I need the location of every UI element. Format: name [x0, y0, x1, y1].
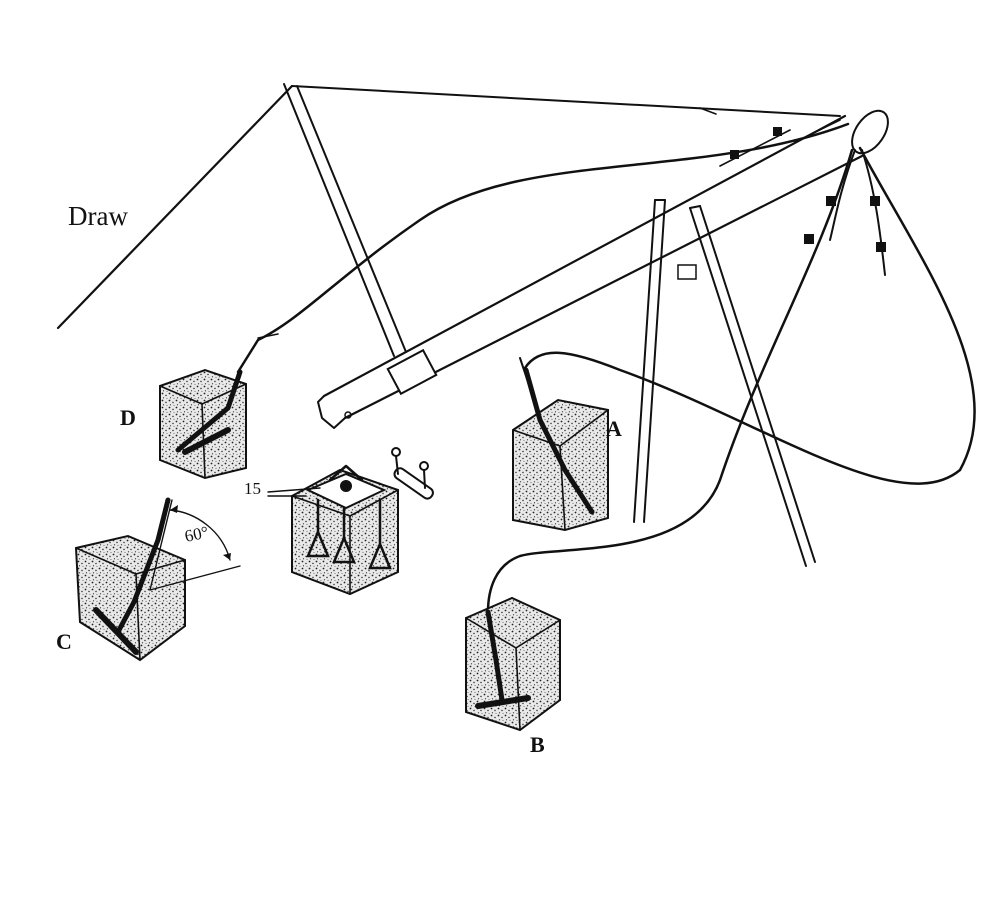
label-anchor-b: B — [530, 732, 545, 757]
label-anchor-d: D — [120, 405, 136, 430]
label-draw: Draw — [68, 201, 128, 231]
guy-ropes — [236, 107, 976, 614]
label-anchor-a: A — [606, 416, 622, 441]
anchor-block-b — [465, 596, 561, 732]
base-plate-assembly — [267, 464, 399, 596]
rear-stand-legs — [633, 199, 816, 567]
guy-rope-to-a — [523, 146, 976, 485]
draw-rope — [56, 84, 841, 330]
label-angle: 60° — [183, 522, 210, 546]
anchor-block-d — [159, 368, 247, 480]
anchor-block-a — [512, 357, 609, 532]
label-dimension: 15 — [244, 479, 261, 498]
guy-rope-to-d — [236, 122, 850, 374]
anchor-block-c — [74, 497, 241, 662]
loose-pins — [391, 447, 434, 500]
guy-rope-to-b — [486, 148, 854, 614]
front-pole — [283, 83, 407, 357]
label-anchor-c: C — [56, 629, 72, 654]
